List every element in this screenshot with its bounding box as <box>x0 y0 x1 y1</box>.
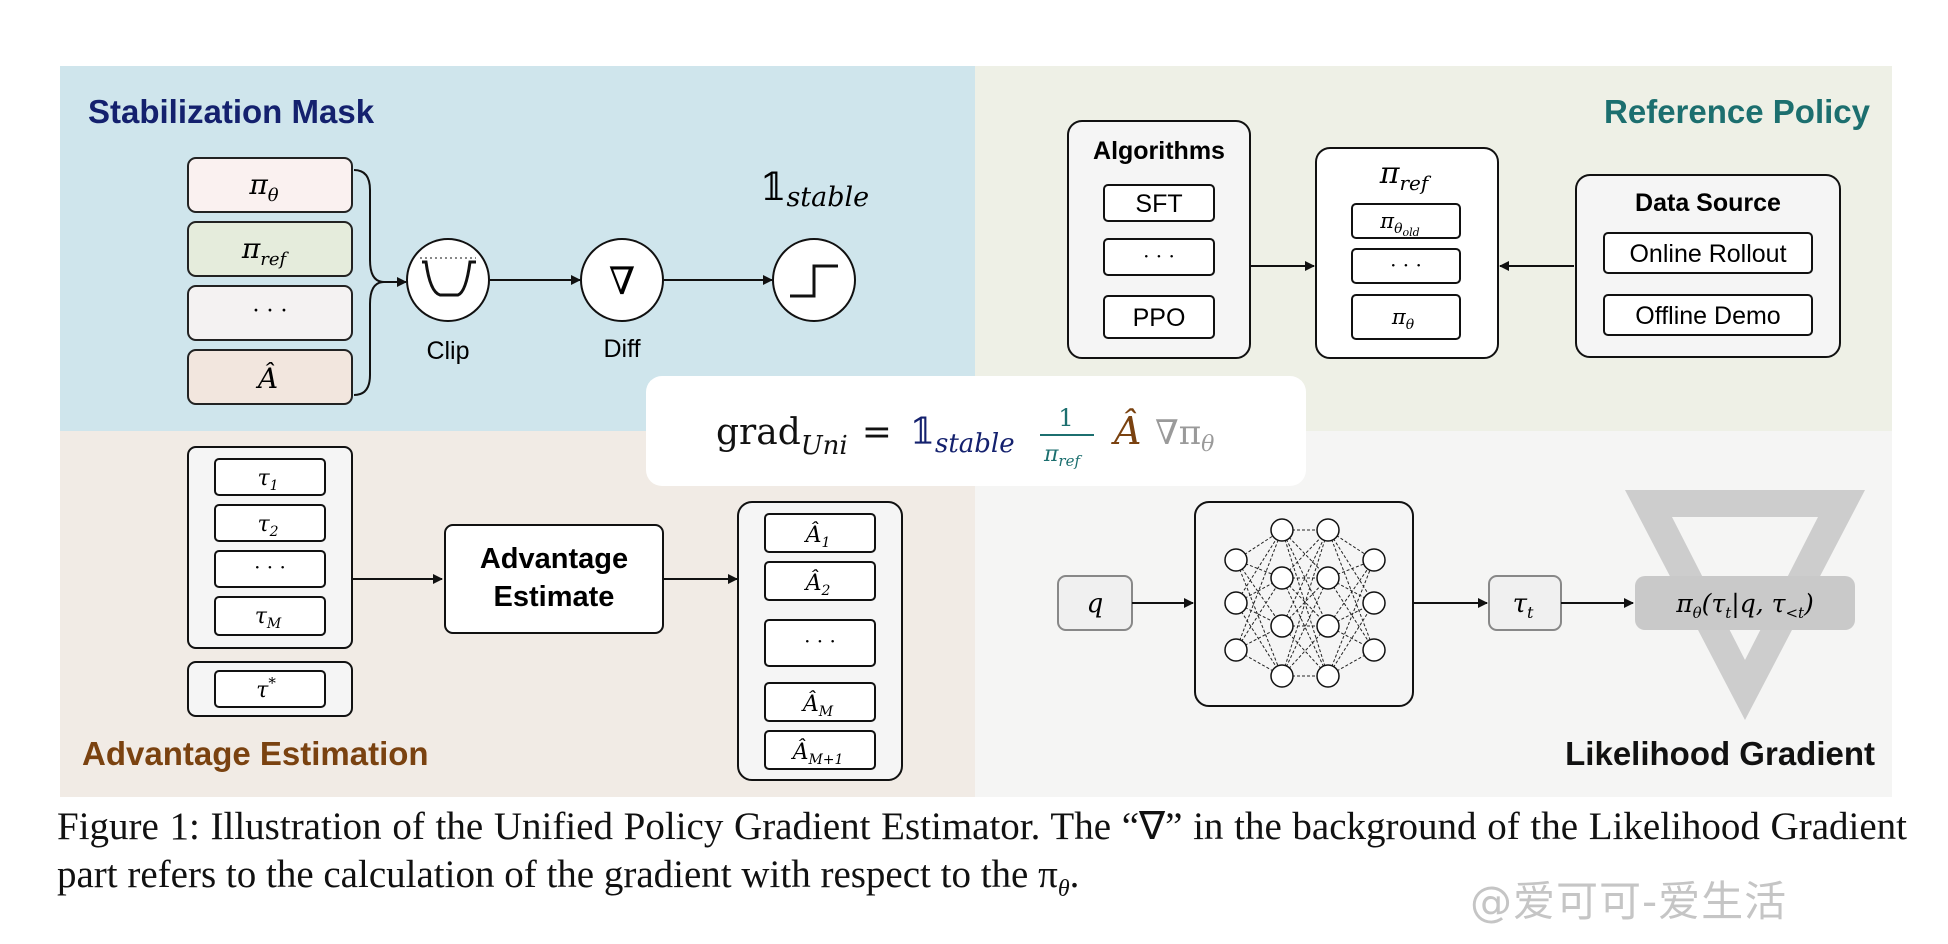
nn-node <box>1362 591 1386 615</box>
reference-title: Reference Policy <box>1604 93 1871 130</box>
pi-theta-old: πθold <box>1379 209 1419 239</box>
nn-node <box>1270 518 1294 542</box>
formula-advantage: Â <box>1111 409 1141 453</box>
algorithm-ppo: PPO <box>1133 304 1186 332</box>
neural-network-icon <box>1194 501 1414 707</box>
nn-node <box>1316 614 1340 638</box>
formula-frac-num: 1 <box>1058 404 1073 432</box>
clip-icon <box>406 238 490 322</box>
trajectory-m: τM <box>255 604 282 632</box>
advantage-estimate-box: Advantage Estimate <box>444 524 664 634</box>
nn-node <box>1270 566 1294 590</box>
nn-node <box>1224 548 1248 572</box>
algorithms-box: Algorithms SFT · · · PPO <box>1067 120 1251 359</box>
stable-indicator-label: 𝟙stable <box>760 165 869 213</box>
formula-card <box>646 376 1306 486</box>
algorithm-sft: SFT <box>1135 190 1182 218</box>
pi-theta: πθ <box>1391 305 1415 333</box>
trajectory-expert: τ* <box>256 674 276 703</box>
advantage-title: Advantage Estimation <box>82 735 429 772</box>
nn-node <box>1316 566 1340 590</box>
data-source-box: Data Source Online Rollout Offline Demo <box>1575 174 1841 358</box>
nn-node <box>1224 638 1248 662</box>
diff-nabla: ∇ <box>609 259 636 303</box>
offline-demo: Offline Demo <box>1635 302 1780 330</box>
nn-node <box>1270 664 1294 688</box>
stab-input-stack: πθ πref · · · Â <box>187 157 353 405</box>
stab-input-advantage: Â <box>255 362 278 395</box>
nn-node <box>1270 614 1294 638</box>
expert-trajectory-box: τ* <box>187 661 353 717</box>
nn-node <box>1316 518 1340 542</box>
trajectory-stack: τ1 τ2 · · · τM <box>187 446 353 649</box>
nn-node <box>1362 548 1386 572</box>
diff-icon <box>580 238 664 322</box>
pi-ref-box: πref πθold · · · πθ <box>1315 147 1499 359</box>
online-rollout: Online Rollout <box>1629 240 1786 268</box>
advantage-stack: Â1 Â2 · · · ÂM ÂM+1 <box>737 501 903 781</box>
data-source-title: Data Source <box>1635 189 1781 217</box>
nn-node <box>1362 638 1386 662</box>
advantage-m-plus-1: ÂM+1 <box>791 738 844 768</box>
diff-label: Diff <box>603 335 640 363</box>
algorithm-ellipsis: · · · <box>1143 244 1175 268</box>
stab-input-ellipsis: · · · <box>253 299 288 324</box>
advantage-1: Â1 <box>804 521 831 551</box>
trajectory-ellipsis: · · · <box>254 555 286 579</box>
stab-input-pi-theta: πθ <box>248 168 278 206</box>
likelihood-output: πθ(τt|q, τ<t) <box>1675 589 1814 622</box>
token-tau-t: τt <box>1513 589 1534 622</box>
nn-node <box>1316 664 1340 688</box>
stab-input-pi-ref: πref <box>241 232 290 270</box>
algorithms-title: Algorithms <box>1093 137 1225 165</box>
stabilization-title: Stabilization Mask <box>88 93 375 130</box>
advantage-m: ÂM <box>801 690 834 720</box>
advantage-2: Â2 <box>804 569 831 599</box>
watermark: @爱可可-爱生活 <box>1470 877 1788 926</box>
clip-label: Clip <box>426 337 469 365</box>
clip-curve <box>422 260 476 297</box>
pi-ref-label: πref <box>1379 156 1432 195</box>
query-q: q <box>1087 589 1104 619</box>
advantage-ellipsis: · · · <box>804 629 836 653</box>
trajectory-1: τ1 <box>257 466 278 494</box>
formula-nabla-pi: ∇πθ <box>1155 413 1214 457</box>
figure-diagram: Stabilization Mask πθ πref · · · Â Clip … <box>60 66 1892 797</box>
figure-caption: Figure 1: Illustration of the Unified Po… <box>57 805 1907 902</box>
pi-ellipsis: · · · <box>1390 253 1422 277</box>
estimate-line-2: Estimate <box>494 581 615 613</box>
trajectory-2: τ2 <box>257 512 278 540</box>
nn-node <box>1224 591 1248 615</box>
likelihood-title: Likelihood Gradient <box>1565 735 1875 772</box>
estimate-line-1: Advantage <box>480 543 628 575</box>
formula-frac-den: πref <box>1043 442 1083 470</box>
unified-gradient-formula: gradUni=𝟙stable <box>716 412 1015 461</box>
